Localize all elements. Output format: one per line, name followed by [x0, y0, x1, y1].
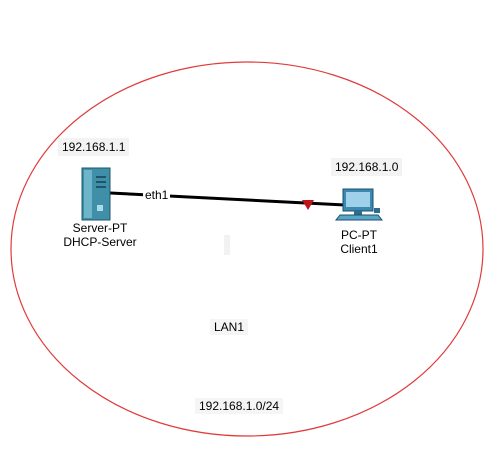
client-device-label[interactable]: PC-PT Client1: [324, 228, 394, 256]
lan-name-label: LAN1: [210, 319, 249, 335]
server-device-label[interactable]: Server-PT DHCP-Server: [50, 221, 150, 249]
server-ip-label: 192.168.1.1: [58, 138, 130, 156]
server-tower-icon[interactable]: [81, 167, 111, 221]
client-type-label: PC-PT: [341, 228, 377, 242]
client-name-label: Client1: [340, 242, 378, 256]
lan-boundary: [10, 61, 484, 437]
client-ip-label: 192.168.1.0: [331, 158, 403, 176]
link-status-icon: [302, 200, 314, 210]
faint-mark: [224, 235, 230, 255]
link-interface-label: eth1: [143, 188, 171, 202]
desktop-pc-icon[interactable]: [334, 188, 384, 221]
lan-subnet-label: 192.168.1.0/24: [195, 398, 284, 414]
server-name-label: DHCP-Server: [63, 235, 137, 249]
server-type-label: Server-PT: [72, 221, 128, 235]
